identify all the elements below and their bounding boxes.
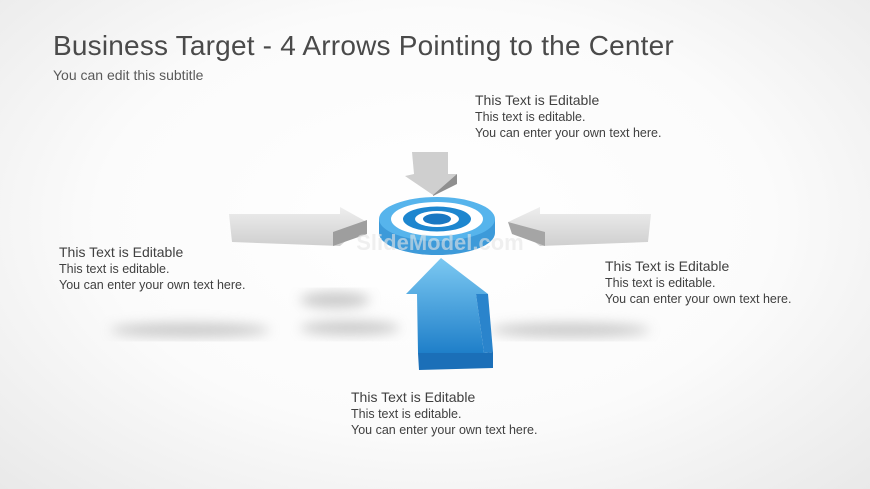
block-heading: This Text is Editable bbox=[59, 244, 184, 260]
block-line: You can enter your own text here. bbox=[351, 423, 538, 437]
watermark: SlideModel.com bbox=[356, 230, 523, 255]
text-block-right: This Text is Editable This text is edita… bbox=[605, 258, 791, 307]
left-arrow bbox=[229, 207, 367, 246]
block-line: You can enter your own text here. bbox=[475, 126, 662, 140]
block-line: This text is editable. bbox=[475, 110, 586, 124]
top-arrow bbox=[405, 152, 457, 196]
slide-title: Business Target - 4 Arrows Pointing to t… bbox=[53, 30, 674, 61]
text-block-left: This Text is Editable This text is edita… bbox=[59, 244, 245, 293]
right-arrow bbox=[508, 207, 651, 246]
block-heading: This Text is Editable bbox=[605, 258, 730, 274]
bottom-arrow bbox=[406, 258, 493, 370]
block-line: This text is editable. bbox=[605, 276, 716, 290]
block-line: This text is editable. bbox=[59, 262, 170, 276]
block-heading: This Text is Editable bbox=[351, 389, 476, 405]
text-block-bottom: This Text is Editable This text is edita… bbox=[351, 389, 537, 438]
text-block-top: This Text is Editable This text is edita… bbox=[475, 92, 661, 141]
block-line: You can enter your own text here. bbox=[59, 278, 246, 292]
slide-subtitle: You can edit this subtitle bbox=[53, 67, 204, 83]
block-heading: This Text is Editable bbox=[475, 92, 600, 108]
block-line: You can enter your own text here. bbox=[605, 292, 792, 306]
target bbox=[379, 197, 495, 255]
shadows bbox=[110, 292, 650, 337]
block-line: This text is editable. bbox=[351, 407, 462, 421]
